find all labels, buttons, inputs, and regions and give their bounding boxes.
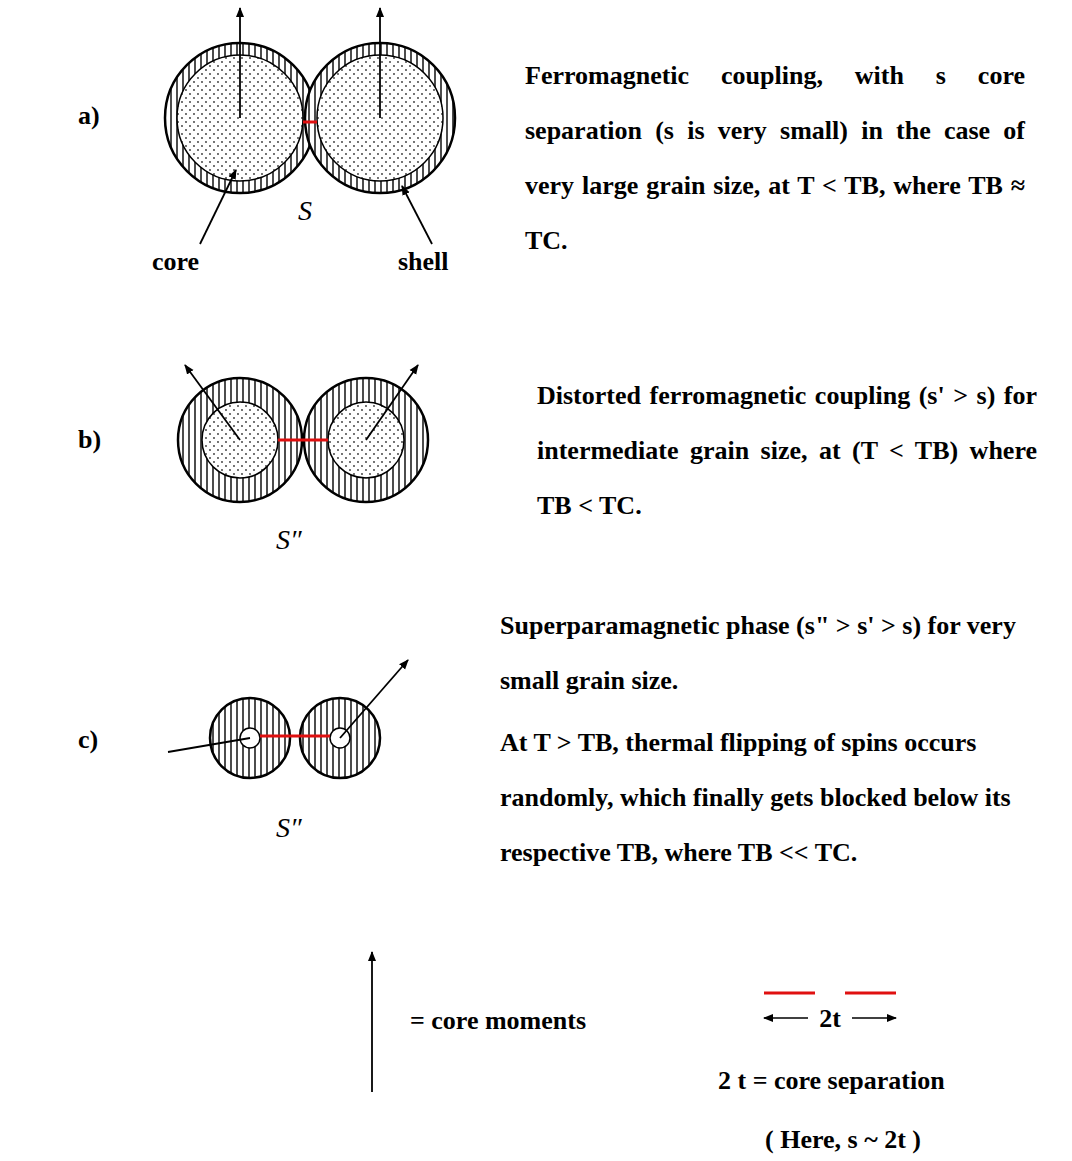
- pair-symbol: S″: [276, 800, 302, 855]
- small-grain-pair: [168, 660, 408, 778]
- panel-letter: c): [78, 712, 98, 767]
- large-grain-pair: [165, 8, 455, 244]
- panel-letter: a): [78, 88, 100, 143]
- description-text: At T > TB, thermal flipping of spins occ…: [500, 715, 1020, 880]
- intermediate-grain-pair: [178, 365, 428, 502]
- pair-symbol: S″: [276, 512, 302, 567]
- part-name: shell: [398, 234, 449, 289]
- description-text: Superparamagnetic phase (s" > s' > s) fo…: [500, 598, 1066, 708]
- note-text: ( Here, s ~ 2t ): [765, 1112, 921, 1161]
- pair-symbol: S: [298, 183, 312, 238]
- legend-text: 2 t = core separation: [718, 1053, 945, 1108]
- description-text: Distorted ferromagnetic coupling (s' > s…: [537, 368, 1037, 533]
- panel-letter: b): [78, 412, 101, 467]
- part-name: core: [152, 234, 199, 289]
- description-text: Ferromagnetic coupling, with s core sepa…: [525, 48, 1025, 268]
- legend-text: = core moments: [410, 993, 586, 1048]
- dimension-label: 2t: [815, 991, 845, 1046]
